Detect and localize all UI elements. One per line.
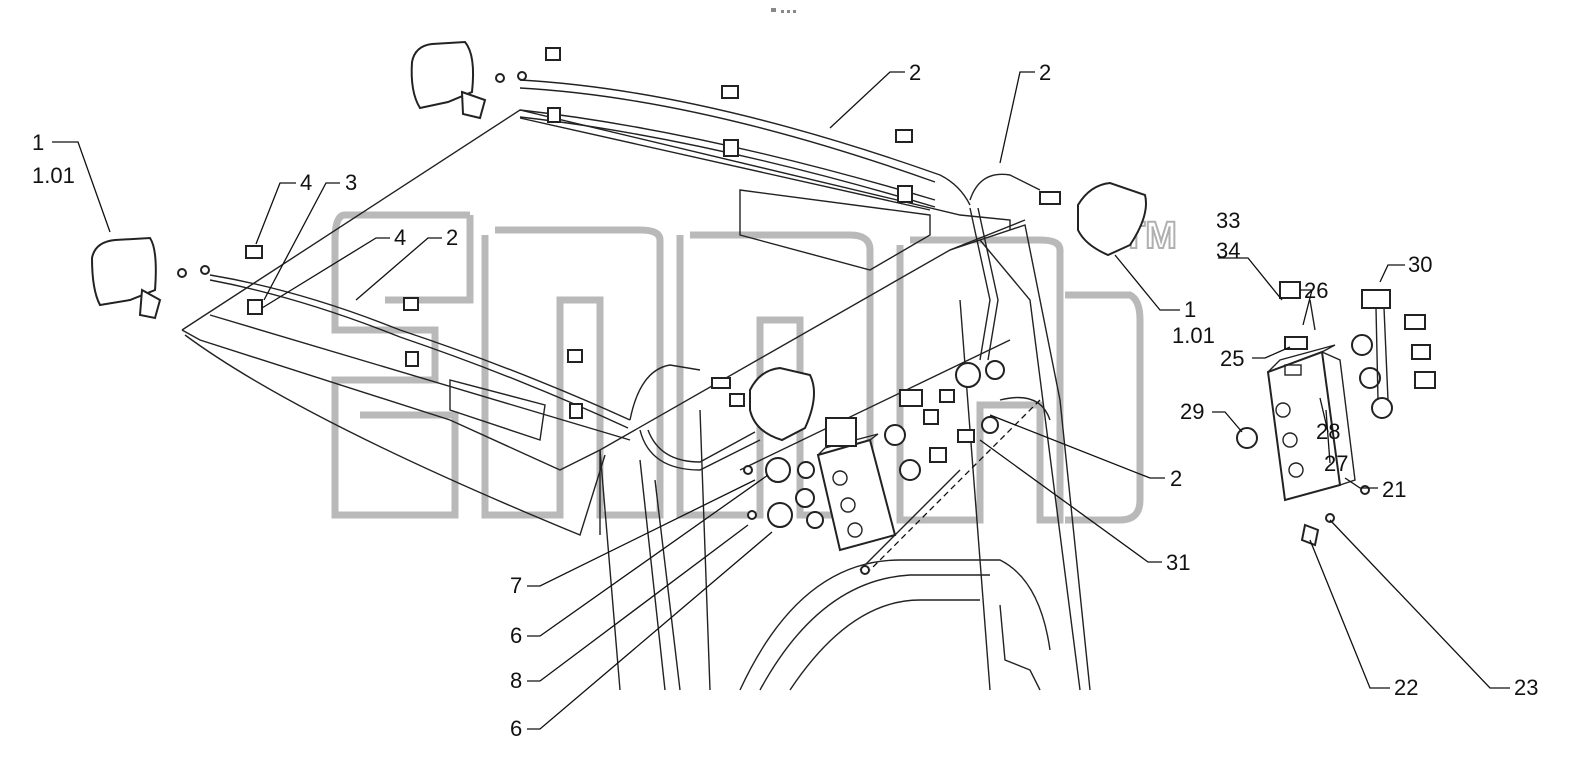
label-7: 7 <box>510 573 522 598</box>
label-30: 30 <box>1408 252 1432 277</box>
label-1-left: 1 <box>32 130 44 155</box>
watermark-logo: TM <box>331 211 1178 524</box>
label-4-mid: 4 <box>394 225 406 250</box>
label-6-lower: 6 <box>510 716 522 741</box>
label-21: 21 <box>1382 477 1406 502</box>
label-2-right-top: 2 <box>1039 60 1051 85</box>
callout-labels: 1 1.01 4 3 4 2 2 2 33 34 30 26 1 1.01 25… <box>32 60 1538 741</box>
label-28: 28 <box>1316 419 1340 444</box>
label-1-01-left: 1.01 <box>32 163 75 188</box>
label-1-01-right: 1.01 <box>1172 323 1215 348</box>
label-29: 29 <box>1180 399 1204 424</box>
label-25: 25 <box>1220 346 1244 371</box>
label-31: 31 <box>1166 550 1190 575</box>
label-26: 26 <box>1304 278 1328 303</box>
wiring-harness <box>209 79 1041 471</box>
label-2-left: 2 <box>446 225 458 250</box>
top-mark <box>771 8 796 13</box>
switch-box-right <box>1236 281 1436 547</box>
work-lamp-right <box>1039 181 1147 257</box>
label-6-upper: 6 <box>510 623 522 648</box>
label-1-right: 1 <box>1184 297 1196 322</box>
switch-box-center <box>743 360 1051 575</box>
label-22: 22 <box>1394 675 1418 700</box>
label-33: 33 <box>1216 208 1240 233</box>
label-23: 23 <box>1514 675 1538 700</box>
label-27: 27 <box>1324 451 1348 476</box>
label-4-top: 4 <box>300 170 312 195</box>
roof-clips <box>245 47 913 419</box>
work-lamp-top <box>410 40 527 120</box>
label-2-lower: 2 <box>1170 466 1182 491</box>
label-8: 8 <box>510 668 522 693</box>
work-lamp-center <box>711 366 815 442</box>
label-34: 34 <box>1216 238 1240 263</box>
label-3: 3 <box>345 170 357 195</box>
work-lamp-left <box>90 236 210 320</box>
leader-lines <box>52 71 1510 730</box>
label-2-top: 2 <box>909 60 921 85</box>
